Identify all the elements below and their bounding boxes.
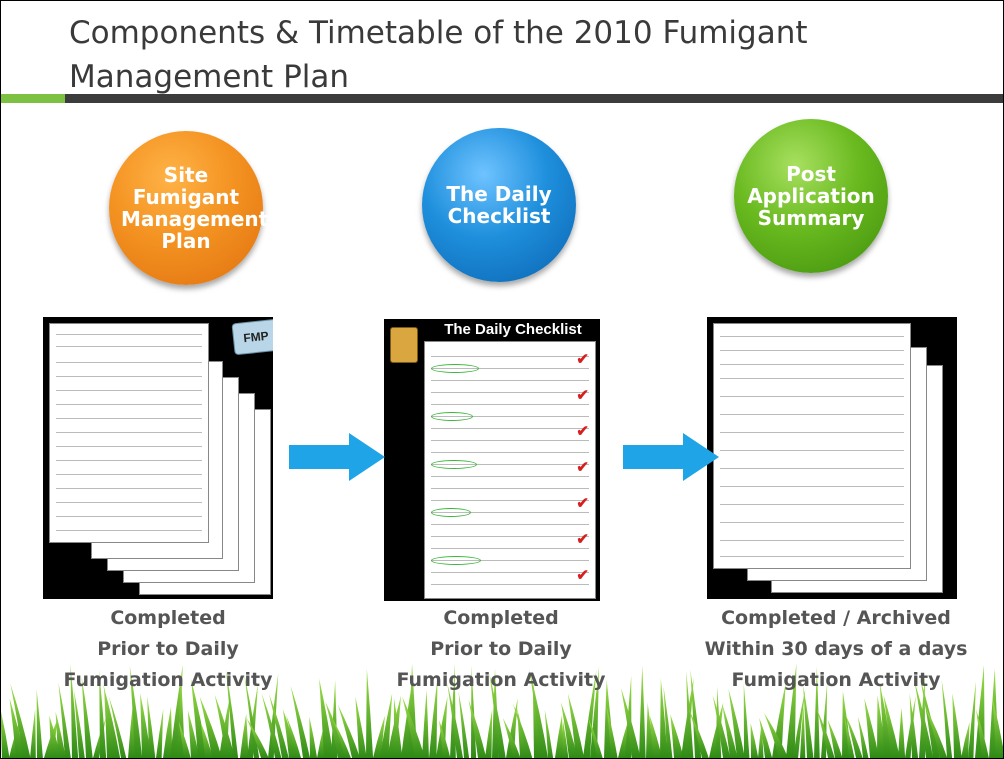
caption-line: Within 30 days of a days [704,638,968,660]
slide-title: Components & Timetable of the 2010 Fumig… [69,15,808,95]
fmp-document-image: FMP [43,317,273,599]
clipboard-icon [390,327,418,363]
arrow-right-icon [623,433,719,481]
caption-line: Prior to Daily [430,638,572,660]
daily-checklist-caption: Completed Prior to Daily Fumigation Acti… [381,603,621,696]
checkmark-icon: ✔ [576,459,589,476]
daily-checklist-header: The Daily Checklist [444,321,582,338]
caption-line: Fumigation Activity [731,669,941,691]
fmp-circle-label: Site Fumigant Management Plan [121,163,269,253]
fmp-circle: Site Fumigant Management Plan [109,131,269,285]
checkmark-icon: ✔ [576,495,589,512]
daily-checklist-image: The Daily Checklist ✔ ✔ ✔ ✔ ✔ ✔ ✔ [384,319,600,601]
caption-line: Prior to Daily [97,638,239,660]
post-application-document-image [707,317,957,599]
checkmark-icon: ✔ [576,531,589,548]
post-application-caption: Completed / Archived Within 30 days of a… [691,603,981,696]
daily-checklist-circle: The Daily Checklist [422,128,576,282]
caption-line: Completed [110,607,226,629]
checkmark-icon: ✔ [576,567,589,584]
caption-line: Completed / Archived [721,607,951,629]
fmp-caption: Completed Prior to Daily Fumigation Acti… [53,603,283,696]
caption-line: Fumigation Activity [63,669,273,691]
checkmark-icon: ✔ [576,387,589,404]
caption-line: Fumigation Activity [396,669,606,691]
grass-decoration [1,663,1003,758]
post-application-circle-label: Post Application Summary [747,162,875,230]
post-application-circle: Post Application Summary [734,119,888,273]
caption-line: Completed [443,607,559,629]
checkmark-icon: ✔ [576,423,589,440]
document-page-front [713,323,911,569]
document-page-front [49,323,209,543]
checklist-page: ✔ ✔ ✔ ✔ ✔ ✔ ✔ [424,341,596,599]
checkmark-icon: ✔ [576,351,589,368]
title-rule [65,94,1003,103]
arrow-right-icon [289,433,385,481]
daily-checklist-circle-label: The Daily Checklist [446,182,552,228]
title-rule-accent [1,94,65,103]
fmp-badge: FMP [231,318,273,356]
